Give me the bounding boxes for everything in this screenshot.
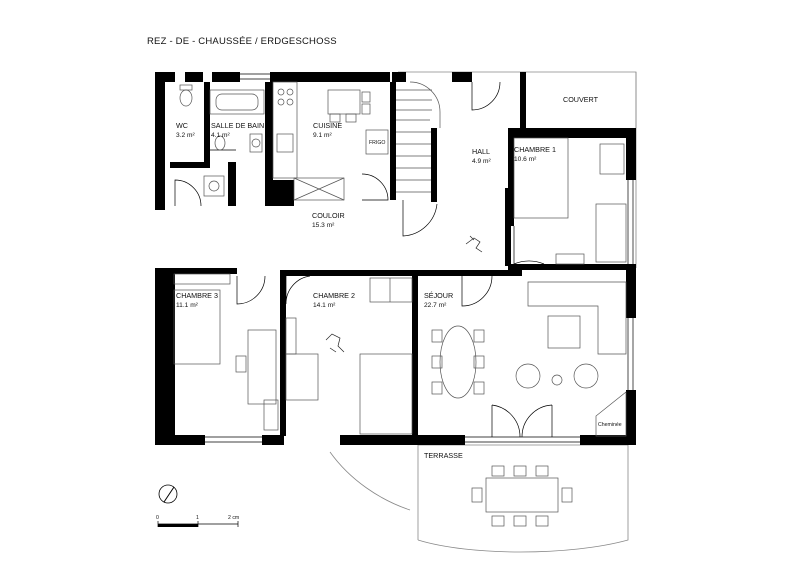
scale-tick-1: 1 [196,515,199,521]
walls [155,72,636,445]
room-name-chambre3: CHAMBRE 3 [176,291,218,300]
north-arrow [158,484,178,504]
room-name-wc: WC [176,121,188,130]
label-cheminee: Cheminée [598,422,622,428]
room-area-hall: 4.9 m² [472,158,492,165]
room-name-cuisine: CUISINE [313,121,342,130]
scale-bar: 0 1 2 cm [156,515,239,527]
scale-tick-0: 0 [156,515,159,521]
label-couvert: COUVERT [563,95,599,104]
figure-hall-icon [465,235,483,253]
room-area-bain: 4.1 m² [211,132,231,139]
room-name-couloir: COULOIR [312,211,345,220]
windows [205,73,634,443]
plan-title: REZ - DE - CHAUSSÉE / ERDGESCHOSS [147,36,337,47]
figure-chambre2-icon [325,333,345,353]
room-name-sejour: SÉJOUR [424,291,453,300]
room-name-hall: HALL [472,147,490,156]
label-frigo: FRIGO [369,140,385,146]
room-area-chambre3: 11.1 m² [176,302,199,309]
room-area-cuisine: 9.1 m² [313,132,333,139]
room-name-chambre1: CHAMBRE 1 [514,145,556,154]
room-area-couloir: 15.3 m² [312,222,335,229]
room-area-chambre2: 14.1 m² [313,302,336,309]
figure-icons [325,235,483,353]
door-swings [174,81,553,438]
room-name-bain: SALLE DE BAIN [211,121,264,130]
scale-tick-2: 2 cm [228,515,239,521]
label-terrasse: TERRASSE [424,451,463,460]
room-area-chambre1: 10.6 m² [514,156,537,163]
room-area-wc: 3.2 m² [176,132,196,139]
room-area-sejour: 22.7 m² [424,302,447,309]
room-name-chambre2: CHAMBRE 2 [313,291,355,300]
furniture [173,81,627,527]
room-labels: WC 3.2 m² SALLE DE BAIN 4.1 m² CUISINE 9… [176,95,622,460]
